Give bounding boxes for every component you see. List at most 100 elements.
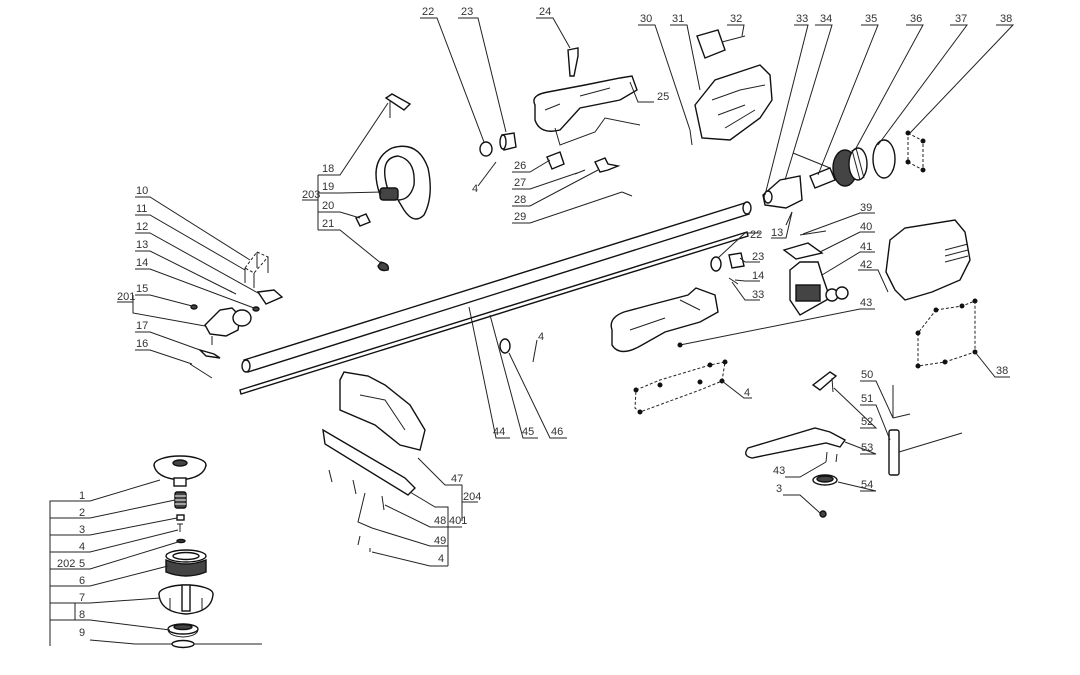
motor-housing-assembly	[638, 24, 1015, 239]
label-part-5: 5	[79, 558, 85, 570]
label-part-9: 9	[79, 627, 85, 639]
label-part-25: 25	[657, 91, 669, 103]
screw-part-48a	[328, 469, 333, 483]
label-part-22: 22	[422, 6, 434, 18]
screw-part-3	[819, 510, 827, 518]
label-group-202: 202	[57, 558, 75, 570]
label-part-31: 31	[672, 13, 684, 25]
label-part-14: 14	[136, 257, 148, 269]
label-part-7: 7	[79, 592, 85, 604]
nut-part-54	[812, 474, 838, 486]
label-part-14b: 14	[752, 270, 764, 282]
label-part-3: 3	[79, 524, 85, 536]
label-part-4-tube: 4	[744, 387, 750, 399]
trigger-lock-part-24	[567, 47, 579, 77]
screw-part-48c	[381, 495, 385, 511]
label-part-52: 52	[861, 416, 873, 428]
plate-part-40	[782, 242, 824, 260]
spring-part-2	[174, 491, 187, 509]
label-part-44: 44	[493, 426, 505, 438]
label-part-23b: 23	[752, 251, 764, 263]
screw-part-29	[621, 191, 633, 197]
screw-part-43b	[825, 451, 828, 463]
allen-key-arm-part-50	[892, 413, 911, 419]
knob-part-52	[811, 371, 838, 393]
label-part-53: 53	[861, 442, 873, 454]
label-part-50: 50	[861, 369, 873, 381]
handle-housing-part-25	[533, 75, 641, 146]
gear-head-assembly	[117, 196, 284, 379]
connector-part-32	[696, 29, 746, 59]
label-part-39: 39	[860, 202, 872, 214]
label-part-45: 45	[522, 426, 534, 438]
spool-cap-part-1	[153, 455, 207, 487]
screw-part-48b	[352, 479, 357, 495]
washer-part-14	[252, 306, 260, 312]
label-part-38b: 38	[996, 365, 1008, 377]
handle-bar-part-53	[745, 427, 847, 459]
spool-part-6	[165, 549, 207, 577]
battery-cover-part-42	[885, 219, 971, 301]
label-part-33: 33	[796, 13, 808, 25]
loop-handle-assembly	[302, 93, 431, 272]
drive-shaft-tube	[241, 201, 752, 373]
label-part-40: 40	[860, 221, 872, 233]
label-part-41: 41	[860, 241, 872, 253]
label-part-47: 47	[451, 473, 463, 485]
label-part-54: 54	[861, 479, 873, 491]
label-part-32: 32	[730, 13, 742, 25]
label-part-8: 8	[79, 609, 85, 621]
wire-part-39	[799, 230, 827, 236]
label-part-4-guard: 4	[438, 553, 444, 565]
blade-part-17	[197, 348, 221, 359]
label-part-37: 37	[955, 13, 967, 25]
bushing-part-22b	[710, 256, 722, 272]
label-part-4: 4	[79, 541, 85, 553]
screw-part-4-clamp	[532, 339, 538, 363]
label-part-49: 49	[434, 535, 446, 547]
clip-part-5	[176, 538, 186, 544]
rear-handle-assembly	[420, 17, 654, 224]
shaft-clamp-parts	[468, 306, 567, 439]
screws-part-38b	[915, 298, 1010, 378]
post-part-51	[888, 429, 963, 476]
terminal-block-part-41	[789, 261, 849, 316]
main-handle-housing	[610, 287, 752, 415]
label-part-13-motor: 13	[771, 227, 783, 239]
label-part-46: 46	[551, 426, 563, 438]
guard-part-47	[339, 371, 426, 451]
auxiliary-handle-assembly	[745, 371, 963, 518]
label-group-204: 204	[463, 491, 481, 503]
housing-part-7	[158, 584, 214, 615]
label-part-15: 15	[136, 283, 148, 295]
label-part-38: 38	[1000, 13, 1012, 25]
extension-part-48	[322, 428, 416, 496]
label-part-1: 1	[79, 490, 85, 502]
trimmer-line-part-9	[89, 639, 262, 649]
label-part-19: 19	[322, 181, 334, 193]
battery-mount-assembly	[679, 212, 971, 346]
label-part-16: 16	[136, 338, 148, 350]
bearing-part-22	[479, 141, 493, 157]
label-part-3b: 3	[776, 483, 782, 495]
end-cover-part-37	[872, 139, 896, 179]
screw-part-4-guard	[357, 535, 361, 546]
label-part-12: 12	[136, 221, 148, 233]
clamp-ring-part-46	[499, 338, 511, 354]
pin-part-4	[177, 523, 183, 532]
screws-part-10	[244, 251, 269, 288]
screw-part-4-handle	[477, 161, 497, 187]
label-part-48: 48	[434, 515, 446, 527]
trigger-part-28	[594, 157, 621, 173]
label-part-35: 35	[865, 13, 877, 25]
label-part-4-clamp: 4	[538, 331, 544, 343]
label-part-51: 51	[861, 393, 873, 405]
label-part-13: 13	[136, 239, 148, 251]
label-part-20: 20	[322, 200, 334, 212]
trimmer-head-assembly	[49, 455, 262, 649]
clip-part-21	[377, 261, 390, 272]
washer-part-3	[176, 514, 185, 521]
label-part-34: 34	[820, 13, 832, 25]
label-part-2: 2	[79, 507, 85, 519]
